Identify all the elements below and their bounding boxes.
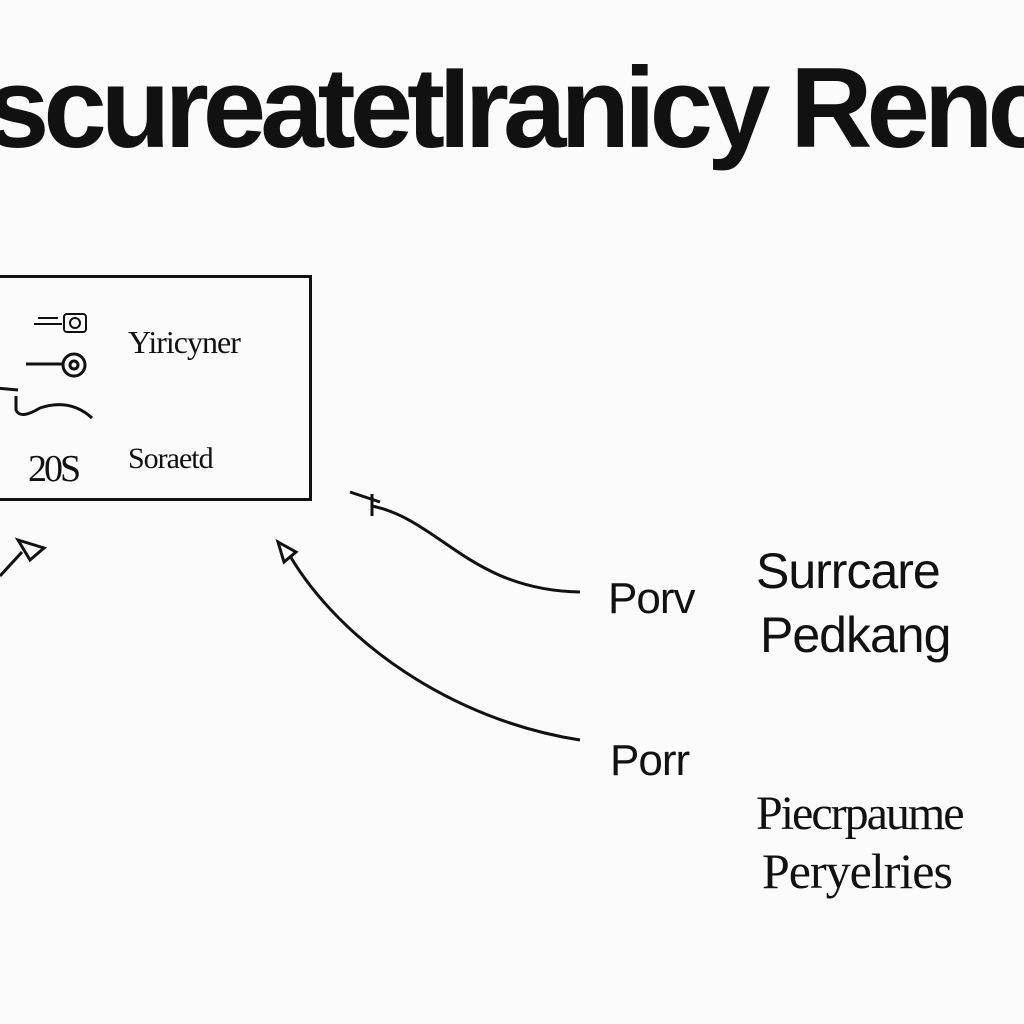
- callout-label-2: Porr: [610, 736, 690, 785]
- lock-icon: [34, 313, 87, 333]
- toggle-icon: [26, 352, 87, 378]
- callout-label-1: Porv: [608, 574, 695, 623]
- callout-description-2-line1: Piecrpaume: [756, 787, 965, 840]
- connector-line-2: [288, 555, 581, 742]
- panel-value: 20S: [28, 448, 81, 490]
- diagram-title: scureatetIranicy Renc: [0, 45, 1024, 172]
- arrow-head-icon: [349, 490, 381, 516]
- connector-line-1: [371, 504, 581, 594]
- panel-label-top: Yiricyner: [128, 324, 241, 360]
- callout-description-1-line1: Surrcare: [756, 543, 941, 599]
- callout-description-1-line2: Pedkang: [760, 607, 951, 663]
- component-box: [0, 275, 312, 501]
- callout-description-2-line2: Peryelries: [762, 843, 953, 899]
- signal-line-icon: [0, 386, 94, 420]
- panel-label-bottom: Soraetd: [128, 442, 214, 475]
- pen-mark-icon: [0, 537, 48, 578]
